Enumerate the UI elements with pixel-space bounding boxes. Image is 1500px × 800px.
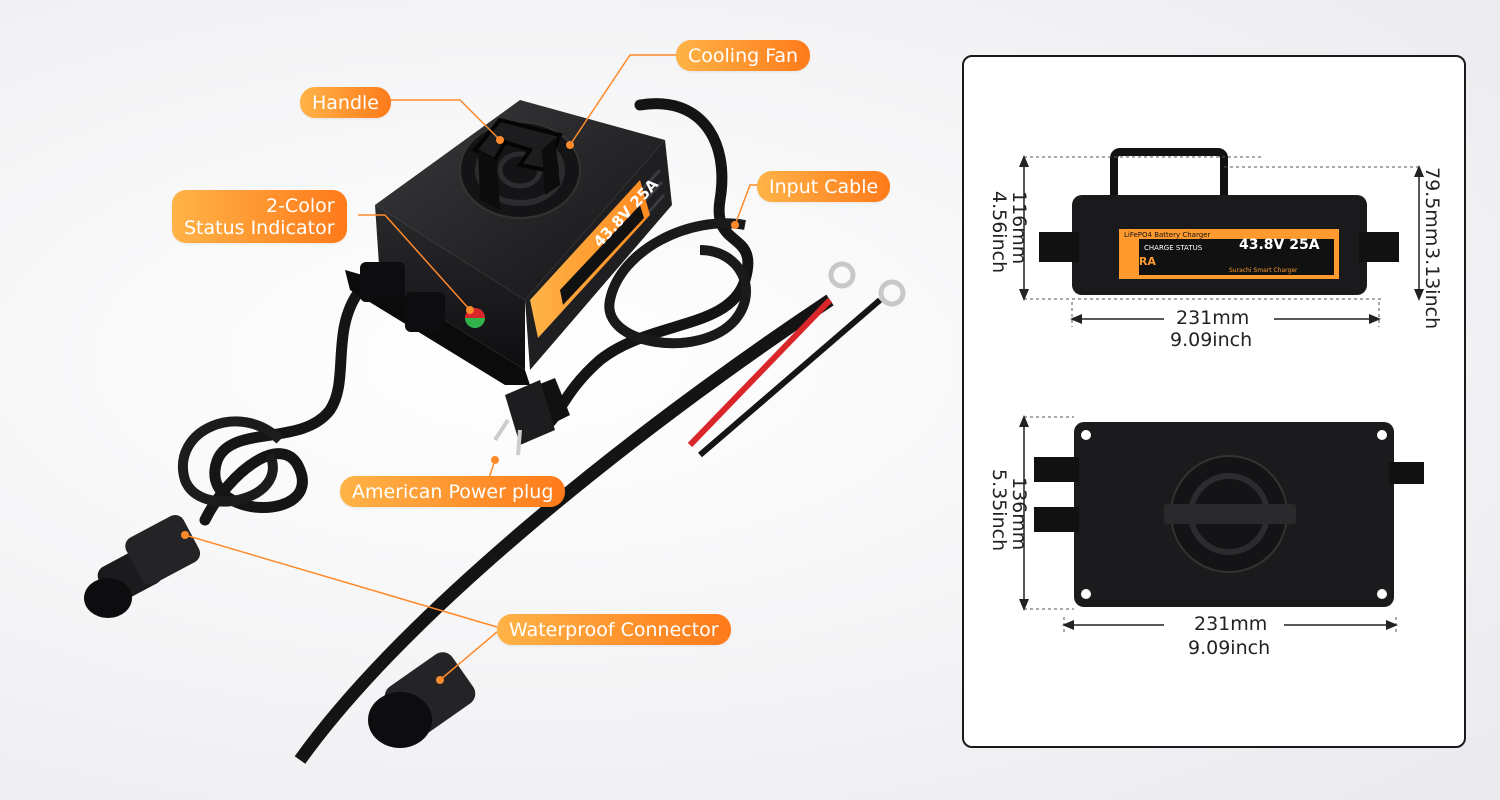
callout-cooling-fan: Cooling Fan (676, 40, 811, 71)
bottom-view-port-1 (1034, 457, 1079, 482)
side-view-charge-status: CHARGE STATUS (1144, 244, 1203, 252)
side-width-mm: 231mm (1176, 307, 1250, 329)
battery-lead-red (687, 297, 833, 448)
callout-waterproof-connector: Waterproof Connector (497, 614, 731, 645)
plug-prong-2 (516, 429, 522, 456)
side-view-port-left (1039, 232, 1079, 262)
side-view-brand: SURA (1122, 255, 1156, 268)
bottom-height-mm: 136mm (1008, 477, 1030, 551)
handle-grip-right (542, 138, 560, 195)
side-view-handle (1110, 148, 1228, 206)
output-cable-coil (178, 416, 284, 507)
bottom-view-handle (1164, 504, 1296, 524)
dimension-drawings: 43.8V 25A LiFePO4 Battery Charger CHARGE… (1019, 148, 1424, 632)
input-cable-coil (604, 218, 751, 349)
waterproof-connector-left (84, 515, 201, 618)
power-plug-head (505, 380, 555, 445)
charger-illustration: 43.8V 25A (84, 54, 906, 764)
side-height-inch: 4.56inch (988, 191, 1010, 274)
battery-lead-jacket (294, 294, 834, 764)
bottom-view-port-3 (1389, 462, 1424, 484)
status-indicator-line2: Status Indicator (184, 217, 335, 239)
bottom-width-inch: 9.09inch (1188, 637, 1271, 659)
battery-lead-black (698, 297, 882, 458)
side-view-subtitle: Surachi Smart Charger (1229, 267, 1298, 274)
handle-grip-left (478, 150, 500, 210)
ring-terminal-red (828, 261, 856, 289)
product-label-inner (560, 205, 644, 305)
callout-leaders (184, 54, 760, 681)
waterproof-connector-bottom (368, 652, 476, 748)
input-port (405, 292, 445, 332)
side-view-port-right (1359, 232, 1399, 262)
callout-status-indicator: 2-Color Status Indicator (172, 190, 347, 243)
side-view-label-title: LiFePO4 Battery Charger (1124, 231, 1210, 239)
callout-power-plug: American Power plug (340, 476, 566, 507)
output-port (360, 262, 405, 302)
bottom-view-port-2 (1034, 507, 1079, 532)
output-cable (199, 284, 366, 526)
bottom-view (1019, 415, 1424, 632)
callout-dots (181, 136, 739, 684)
callout-input-cable: Input Cable (757, 171, 891, 202)
side-view-rating: 43.8V 25A (1239, 237, 1320, 253)
callout-handle: Handle (300, 87, 392, 118)
side-width-inch: 9.09inch (1170, 329, 1253, 351)
side-view-label-inner (1139, 239, 1334, 275)
side-depth-mm: 79.5mm (1421, 167, 1443, 247)
dimension-panel: 43.8V 25A LiFePO4 Battery Charger CHARGE… (962, 55, 1466, 748)
side-height-mm: 116mm (1008, 191, 1030, 265)
handle (471, 117, 563, 173)
side-view: 43.8V 25A LiFePO4 Battery Charger CHARGE… (1019, 148, 1424, 327)
bottom-width-mm: 231mm (1194, 613, 1268, 635)
status-indicator-line1: 2-Color (265, 195, 335, 217)
plug-prong-1 (493, 418, 510, 442)
bottom-height-inch: 5.35inch (988, 469, 1010, 552)
side-depth-inch: 3.13inch (1421, 247, 1443, 330)
ring-terminal-black (878, 279, 906, 307)
